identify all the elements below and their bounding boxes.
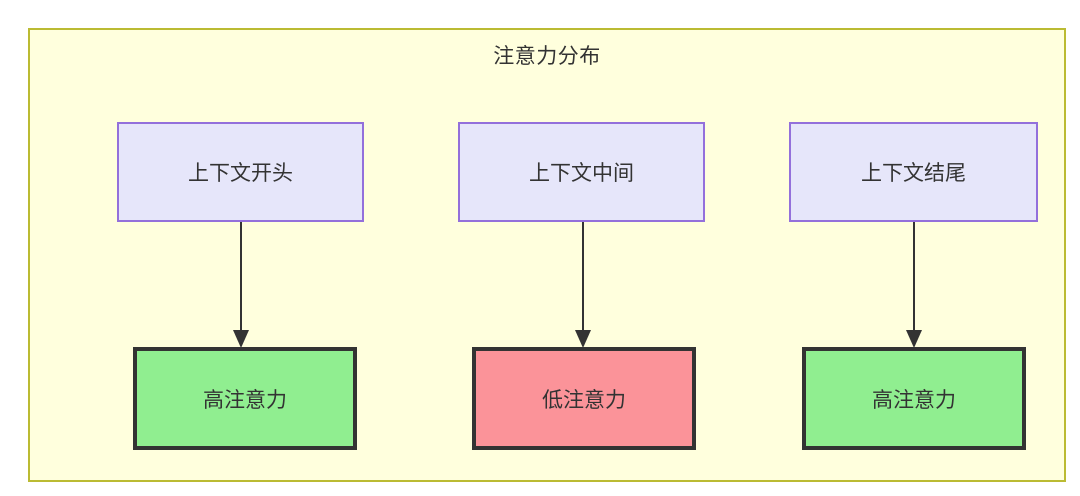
- node-attention-start-label: 高注意力: [203, 388, 287, 412]
- diagram-title: 注意力分布: [493, 45, 601, 68]
- attention-distribution-container: 注意力分布 上下文开头 高注意力 上下文中间 低注意力: [28, 28, 1066, 482]
- node-attention-end[interactable]: 高注意力: [802, 347, 1026, 450]
- node-attention-middle[interactable]: 低注意力: [472, 347, 696, 450]
- node-attention-start[interactable]: 高注意力: [133, 347, 357, 450]
- edge-context-start-to-attention: [232, 222, 250, 348]
- edge-context-middle-to-attention: [574, 222, 592, 348]
- node-attention-end-label: 高注意力: [872, 388, 956, 412]
- node-attention-middle-label: 低注意力: [542, 388, 626, 412]
- node-context-start-label: 上下文开头: [188, 162, 293, 185]
- node-context-end-label: 上下文结尾: [861, 162, 966, 185]
- node-context-end[interactable]: 上下文结尾: [789, 122, 1038, 222]
- node-context-middle[interactable]: 上下文中间: [458, 122, 705, 222]
- node-context-middle-label: 上下文中间: [529, 162, 634, 185]
- edge-context-end-to-attention: [905, 222, 923, 348]
- node-context-start[interactable]: 上下文开头: [117, 122, 364, 222]
